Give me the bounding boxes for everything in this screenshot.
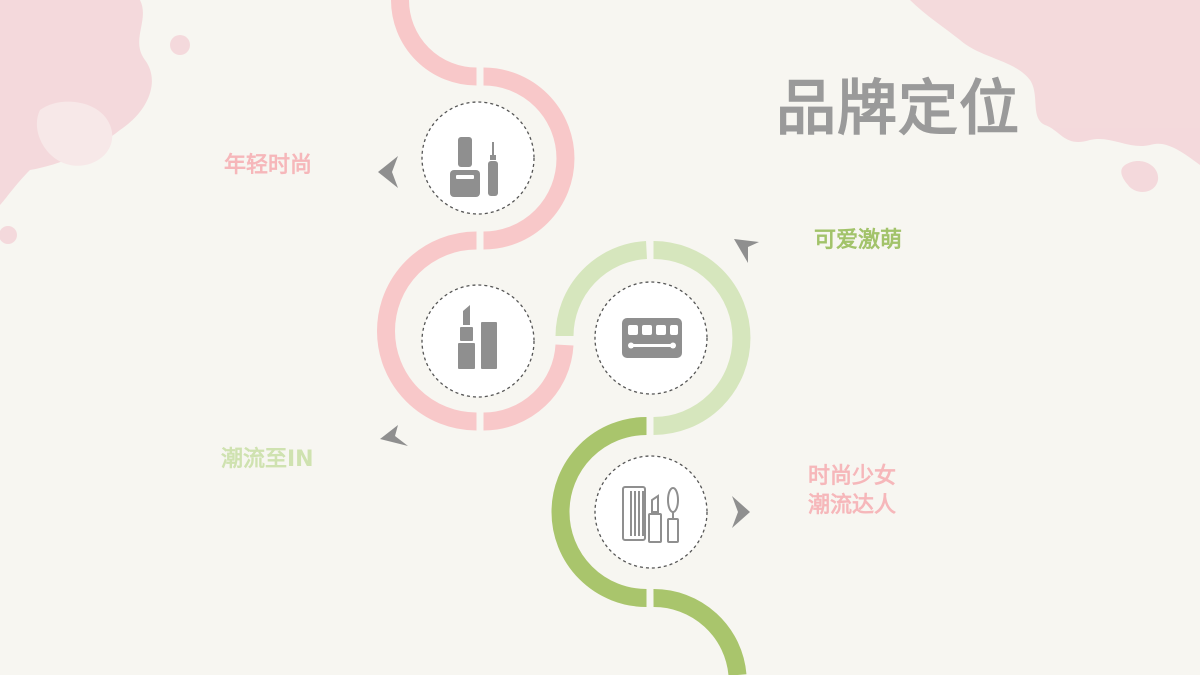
nail-polish-icon <box>450 137 498 197</box>
label-cute: 可爱激萌 <box>814 228 903 253</box>
eyeshadow-palette-icon <box>622 318 682 358</box>
label-youth-fashion: 年轻时尚 <box>224 153 313 178</box>
green-light-path <box>555 241 751 435</box>
page-title: 品牌定位 <box>776 74 1020 144</box>
arrow-right-icon <box>732 496 750 528</box>
arrow-up-left-icon <box>380 425 408 446</box>
label-line: 潮流达人 <box>808 493 897 518</box>
label-fashion-girl: 时尚少女 潮流达人 <box>808 462 896 520</box>
watercolor-top-left <box>0 0 190 244</box>
pink-path <box>377 0 575 431</box>
green-dark-path <box>551 417 747 675</box>
lipstick-icon <box>458 305 497 369</box>
arrow-left-icon <box>378 156 398 188</box>
cosmetics-set-icon <box>622 486 679 543</box>
watercolor-top-right <box>910 0 1200 192</box>
label-trend-in: 潮流至IN <box>221 447 314 472</box>
label-line: 时尚少女 <box>808 464 897 489</box>
arrow-pointers <box>378 156 759 528</box>
arrow-up-left-icon <box>734 239 759 263</box>
